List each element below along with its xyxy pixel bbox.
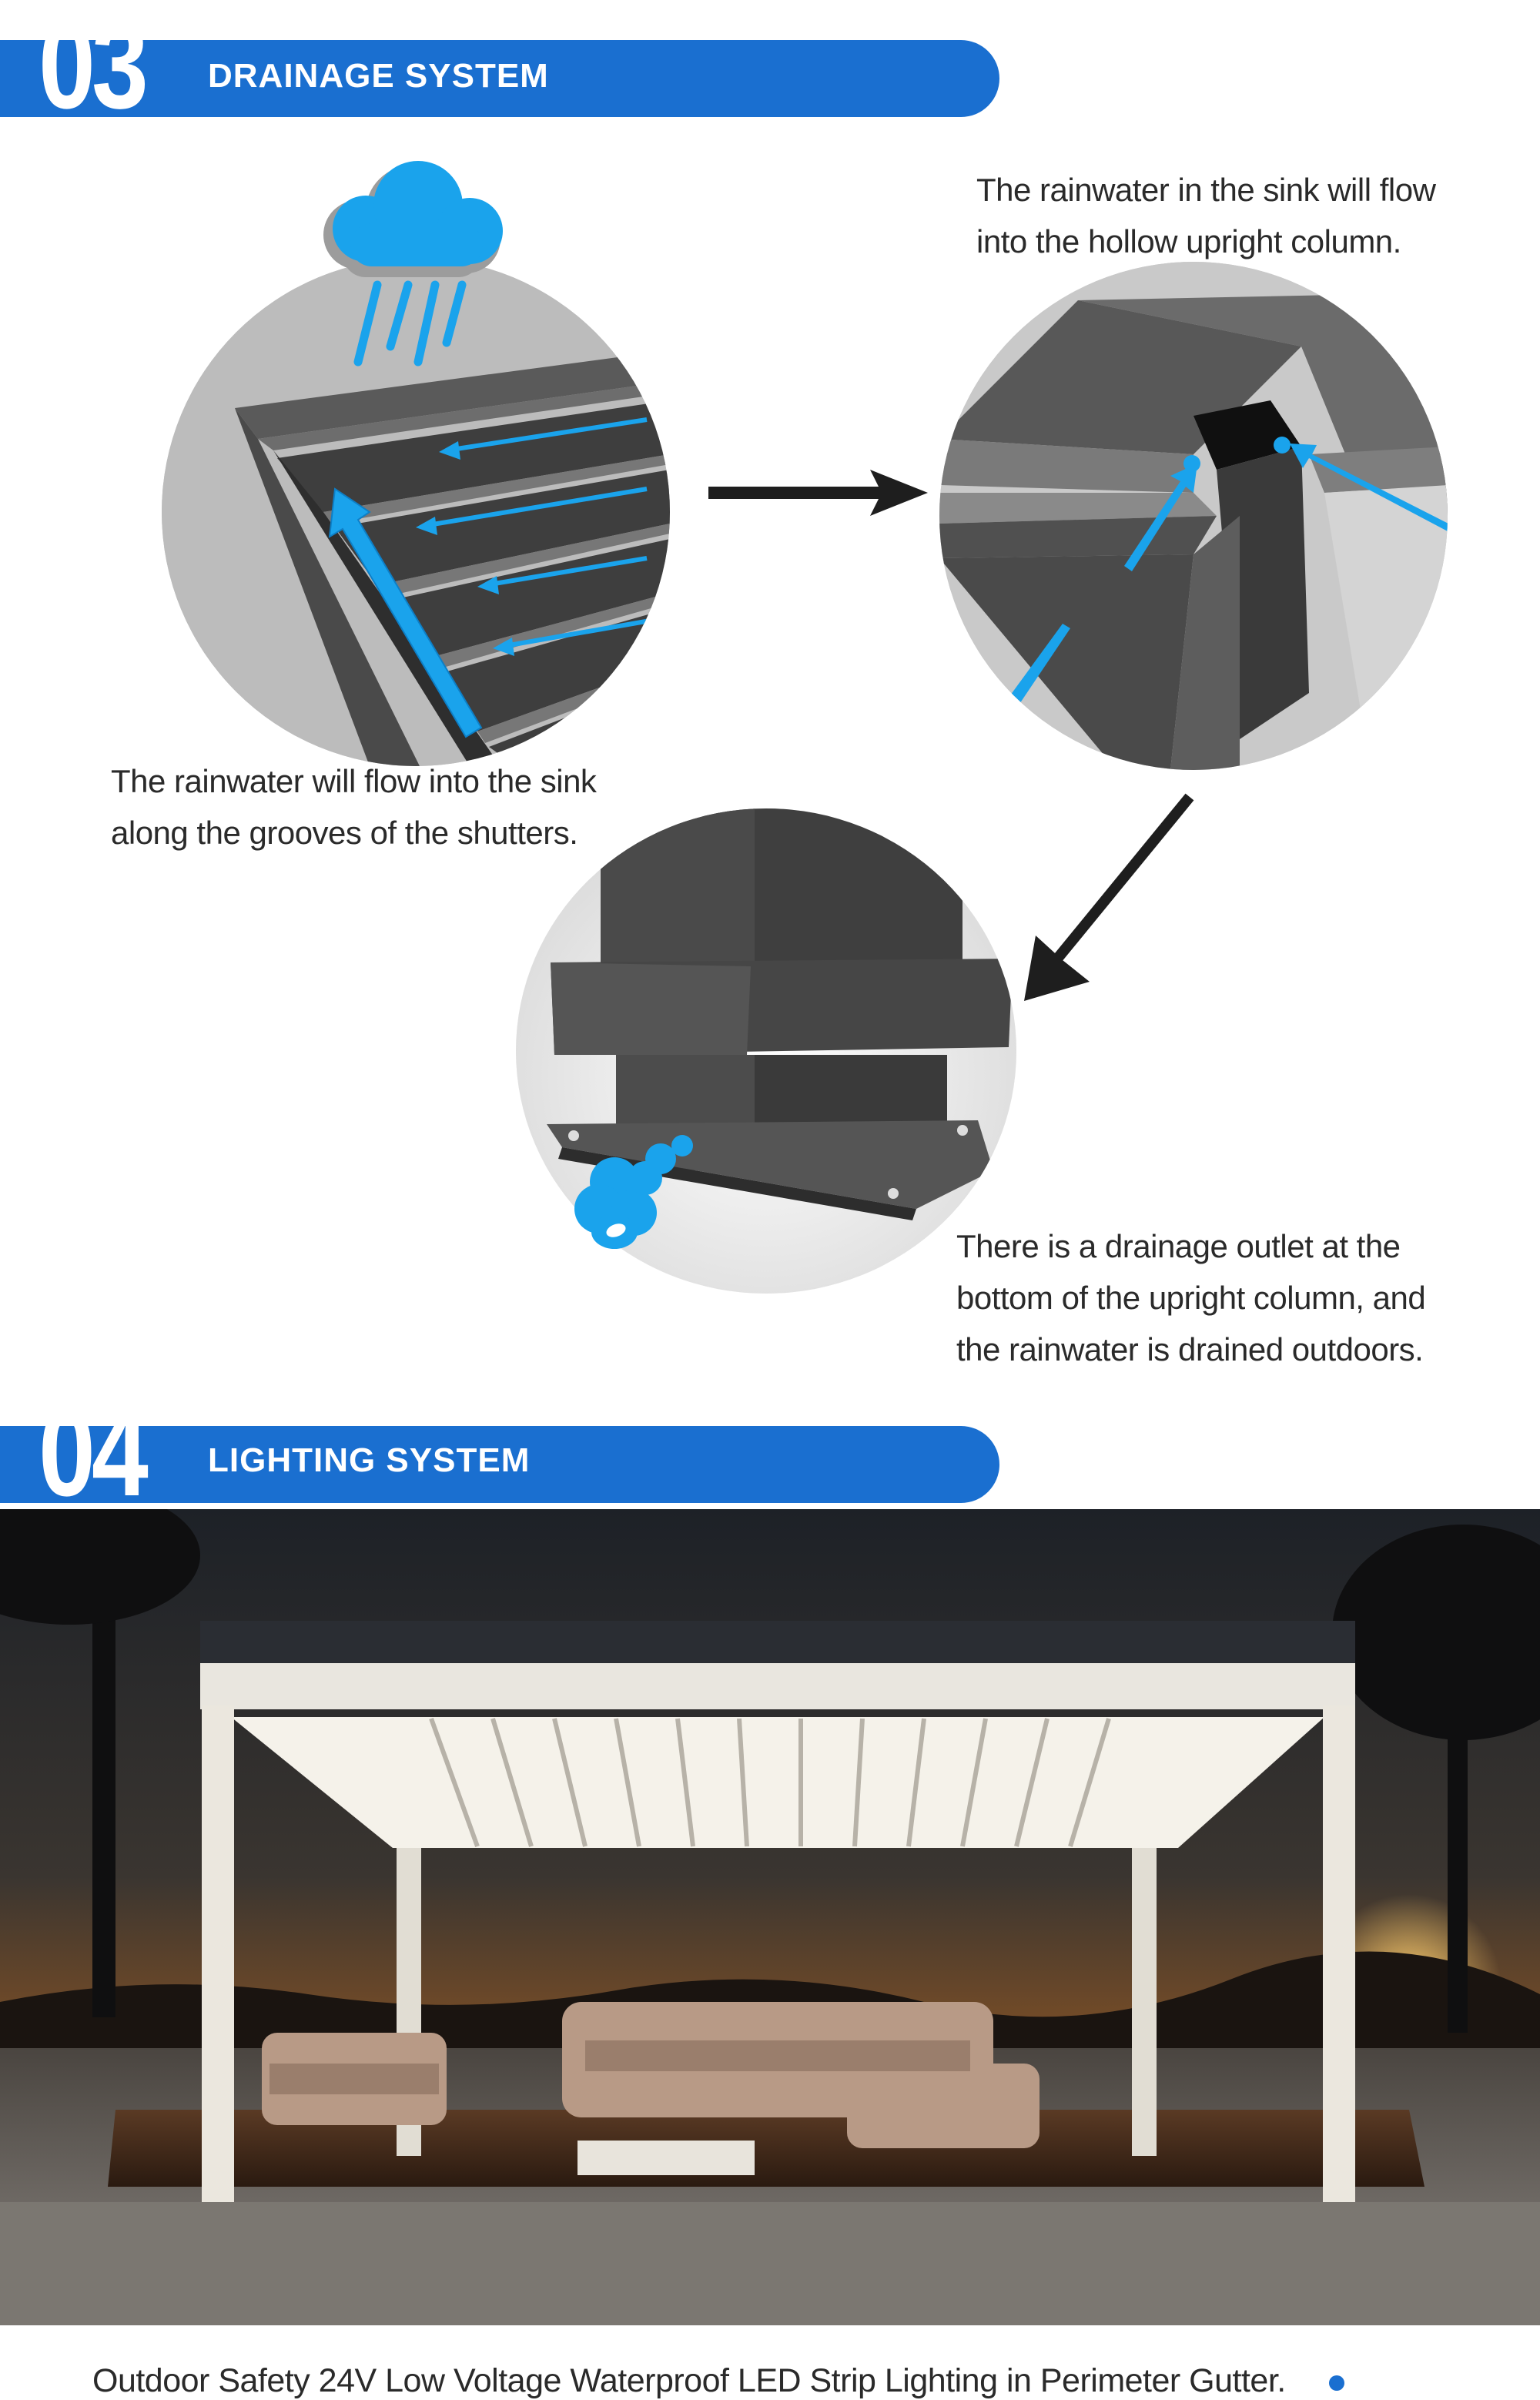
section-04-number: 04	[38, 1383, 149, 1522]
caption-sink-to-column: The rainwater in the sink will flow into…	[976, 172, 1436, 259]
section-04-title: LIGHTING SYSTEM	[208, 1441, 531, 1479]
water-splash-icon	[568, 1124, 707, 1255]
section-03-banner	[0, 40, 999, 117]
rain-cloud-icon	[304, 158, 527, 381]
caption-drainage-outlet: There is a drainage outlet at the bottom…	[956, 1228, 1426, 1367]
caption-grooves-to-sink: The rainwater will flow into the sink al…	[111, 763, 597, 851]
arrow-down-left-icon	[1016, 789, 1201, 1005]
arrow-right-icon	[708, 470, 928, 516]
bullet-dot-icon	[1329, 2375, 1344, 2391]
section-03-title: DRAINAGE SYSTEM	[208, 57, 549, 95]
column-base-illustration	[516, 808, 1016, 1294]
section-04-banner	[0, 1426, 999, 1503]
louver-roof-illustration	[162, 258, 670, 766]
gutter-corner-illustration	[939, 262, 1448, 770]
pergola-night-photo	[0, 1509, 1540, 2325]
section-03-number: 03	[38, 0, 149, 135]
lighting-caption: Outdoor Safety 24V Low Voltage Waterproo…	[92, 2362, 1286, 2399]
